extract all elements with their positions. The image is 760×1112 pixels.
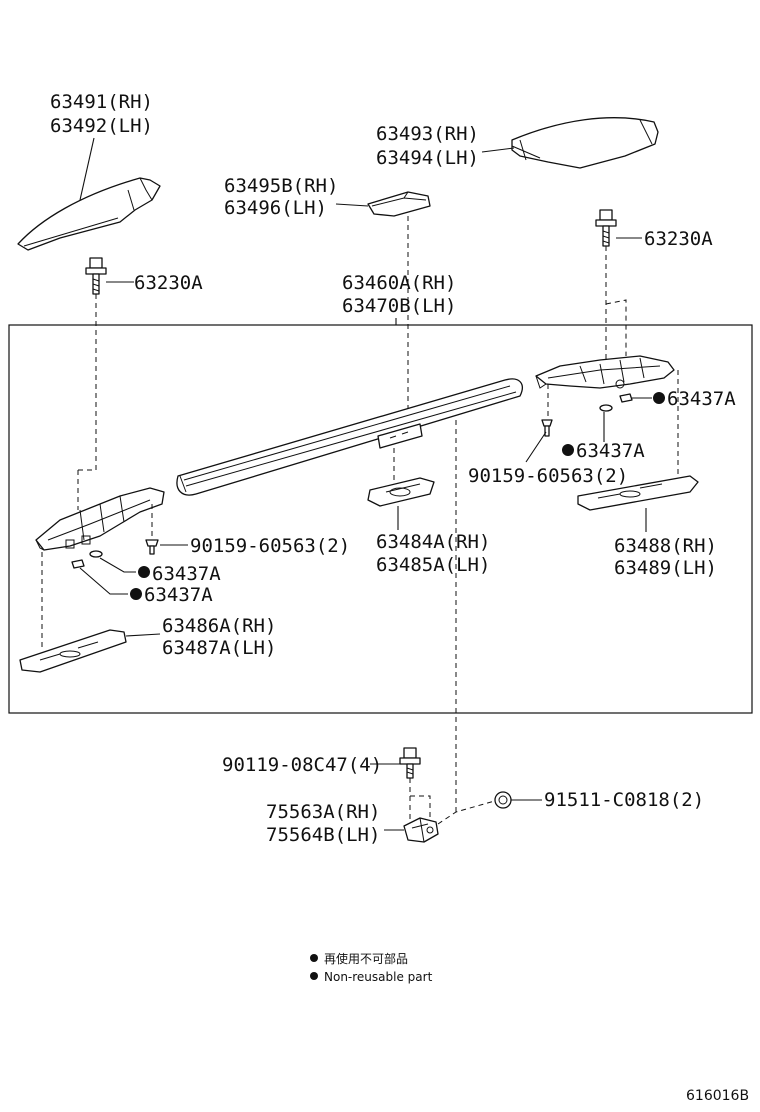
label-63487a: 63487A(LH) [162,637,276,659]
bolt-icon [85,257,107,295]
center-base-pad [367,477,435,507]
label-75564b: 75564B(LH) [266,824,380,846]
label-90159-right: 90159-60563(2) [468,465,628,487]
label-63492: 63492(LH) [50,115,153,137]
label-63460a: 63460A(RH) [342,272,456,294]
cover-front-right [511,117,659,169]
label-63470b: 63470B(LH) [342,295,456,317]
clip-icon [619,393,633,403]
label-63488: 63488(RH) [614,535,717,557]
non-reusable-marker-icon [310,972,318,980]
end-cap [367,191,431,217]
label-63494: 63494(LH) [376,147,479,169]
nut-icon [494,791,512,809]
label-63437a-left-1: 63437A [152,563,221,585]
label-63496: 63496(LH) [224,197,327,219]
label-90119: 90119-08C47(4) [222,754,382,776]
assembly-frame [8,324,753,714]
cover-front-left [17,177,161,251]
legend-japanese: 再使用不可部品 [324,951,408,966]
non-reusable-marker-icon [310,954,318,962]
label-90159-left: 90159-60563(2) [190,535,350,557]
legend-english: Non-reusable part [324,970,433,984]
label-63495: 63495B(RH) [224,175,338,197]
front-base-pad [19,629,127,673]
clip-icon [71,559,85,569]
label-63491: 63491(RH) [50,91,153,113]
bolt-icon [399,747,421,779]
label-63489: 63489(LH) [614,557,717,579]
screw-icon [541,419,553,437]
front-leg-bracket [35,487,165,551]
screw-icon [145,539,159,555]
rail-mount-bracket [377,423,423,449]
label-63437a-left-2: 63437A [144,584,213,606]
washer-icon [599,404,613,412]
non-reusable-marker-icon [130,588,142,600]
label-63485a: 63485A(LH) [376,554,490,576]
label-63230a-left: 63230A [134,272,203,294]
drawing-id: 616016B [686,1088,749,1104]
roof-rail [176,378,523,496]
non-reusable-marker-icon [138,566,150,578]
label-75563a: 75563A(RH) [266,801,380,823]
rear-leg-bracket [535,355,675,389]
retainer-bracket [403,817,439,843]
label-63437a-right-2: 63437A [576,440,645,462]
rear-base-pad [577,475,699,511]
label-63230a-right: 63230A [644,228,713,250]
label-63486a: 63486A(RH) [162,615,276,637]
washer-icon [89,550,103,558]
label-91511: 91511-C0818(2) [544,789,704,811]
bolt-icon [595,209,617,247]
non-reusable-marker-icon [653,392,665,404]
label-63484a: 63484A(RH) [376,531,490,553]
label-63493: 63493(RH) [376,123,479,145]
label-63437a-right-1: 63437A [667,388,736,410]
non-reusable-marker-icon [562,444,574,456]
